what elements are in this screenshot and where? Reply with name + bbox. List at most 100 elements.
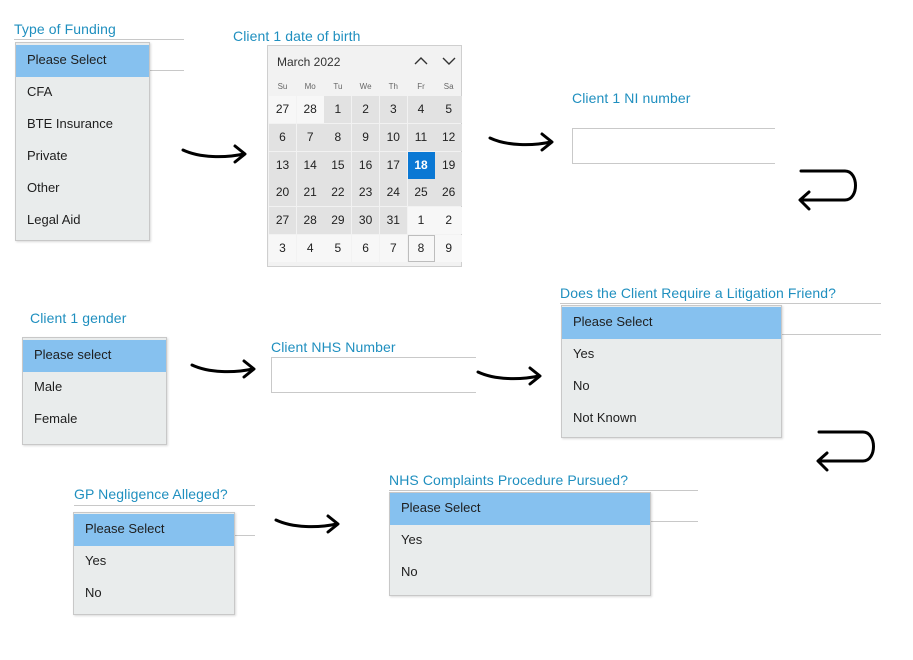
funding-option-private[interactable]: Private bbox=[27, 148, 68, 163]
calendar-weekday: Su bbox=[277, 82, 288, 91]
calendar-day[interactable]: 5 bbox=[324, 235, 352, 262]
calendar-day[interactable]: 2 bbox=[435, 207, 463, 235]
calendar-day[interactable]: 9 bbox=[352, 123, 380, 151]
calendar-day[interactable]: 31 bbox=[379, 207, 407, 235]
return-arrow-icon bbox=[816, 430, 875, 472]
funding-options: Please Select CFA BTE Insurance Private … bbox=[16, 43, 149, 237]
nhs-complaints-underline-2 bbox=[650, 521, 698, 522]
calendar-day[interactable]: 27 bbox=[269, 207, 296, 235]
calendar-day[interactable]: 4 bbox=[407, 96, 435, 123]
nhs-complaints-option-no[interactable]: No bbox=[401, 564, 418, 579]
calendar-day[interactable]: 21 bbox=[296, 179, 324, 207]
calendar-day[interactable]: 3 bbox=[269, 235, 296, 262]
calendar-day[interactable]: 7 bbox=[379, 235, 407, 262]
funding-underline-2 bbox=[149, 70, 184, 71]
calendar-weekday: Th bbox=[388, 82, 398, 91]
calendar-weekday: Fr bbox=[417, 82, 425, 91]
funding-option-bte-insurance[interactable]: BTE Insurance bbox=[27, 116, 113, 131]
curved-right-arrow-icon bbox=[274, 514, 340, 534]
litigation-friend-option-not-known[interactable]: Not Known bbox=[573, 410, 637, 425]
funding-dropdown[interactable]: Please Select CFA BTE Insurance Private … bbox=[15, 42, 150, 241]
gender-option-male[interactable]: Male bbox=[34, 379, 63, 394]
nhs-complaints-underline bbox=[389, 490, 698, 491]
calendar-weekday: Mo bbox=[304, 82, 316, 91]
calendar-day[interactable]: 15 bbox=[324, 151, 352, 179]
calendar-day[interactable]: 27 bbox=[269, 96, 296, 123]
calendar-day[interactable]: 26 bbox=[435, 179, 463, 207]
calendar-day[interactable]: 1 bbox=[324, 96, 352, 123]
calendar-day[interactable]: 20 bbox=[269, 179, 296, 207]
gender-label: Client 1 gender bbox=[30, 310, 127, 326]
gender-dropdown[interactable]: Please select Male Female bbox=[22, 337, 167, 445]
gp-negligence-option-please-select[interactable]: Please Select bbox=[74, 514, 234, 546]
nhs-complaints-options: Please Select Yes No bbox=[390, 493, 650, 589]
return-arrow-icon bbox=[798, 169, 857, 211]
funding-option-cfa[interactable]: CFA bbox=[27, 84, 53, 99]
nhs-number-input[interactable] bbox=[271, 357, 476, 393]
calendar-day[interactable]: 3 bbox=[379, 96, 407, 123]
calendar-day[interactable]: 4 bbox=[296, 235, 324, 262]
litigation-friend-underline-2 bbox=[781, 334, 881, 335]
gp-negligence-dropdown[interactable]: Please Select Yes No bbox=[73, 512, 235, 615]
calendar-month-label: March 2022 bbox=[277, 55, 341, 69]
funding-option-legal-aid[interactable]: Legal Aid bbox=[27, 212, 81, 227]
gp-negligence-label: GP Negligence Alleged? bbox=[74, 486, 228, 502]
calendar-day[interactable]: 30 bbox=[352, 207, 380, 235]
chevron-down-icon[interactable] bbox=[439, 52, 459, 70]
curved-right-arrow-icon bbox=[181, 144, 247, 164]
calendar-day[interactable]: 29 bbox=[324, 207, 352, 235]
gender-options: Please select Male Female bbox=[23, 338, 166, 436]
curved-right-arrow-icon bbox=[476, 366, 542, 386]
calendar-day[interactable]: 12 bbox=[435, 123, 463, 151]
litigation-friend-dropdown[interactable]: Please Select Yes No Not Known bbox=[561, 305, 782, 438]
gp-negligence-underline bbox=[74, 505, 255, 506]
calendar-day[interactable]: 1 bbox=[407, 207, 435, 235]
chevron-up-icon[interactable] bbox=[411, 52, 431, 70]
nhs-complaints-option-yes[interactable]: Yes bbox=[401, 532, 423, 547]
gender-option-female[interactable]: Female bbox=[34, 411, 78, 426]
calendar-day[interactable]: 7 bbox=[296, 123, 324, 151]
gp-negligence-option-no[interactable]: No bbox=[85, 585, 102, 600]
calendar-day[interactable]: 2 bbox=[352, 96, 380, 123]
calendar-day[interactable]: 8 bbox=[324, 123, 352, 151]
calendar-day[interactable]: 10 bbox=[379, 123, 407, 151]
calendar-day[interactable]: 14 bbox=[296, 151, 324, 179]
calendar-day[interactable]: 6 bbox=[352, 235, 380, 262]
funding-option-please-select[interactable]: Please Select bbox=[16, 45, 149, 77]
litigation-friend-option-no[interactable]: No bbox=[573, 378, 590, 393]
gp-negligence-underline-2 bbox=[234, 535, 255, 536]
funding-option-other[interactable]: Other bbox=[27, 180, 60, 195]
calendar-day[interactable]: 25 bbox=[407, 179, 435, 207]
ni-number-input[interactable] bbox=[572, 128, 775, 164]
calendar-day[interactable]: 16 bbox=[352, 151, 380, 179]
nhs-number-label: Client NHS Number bbox=[271, 339, 396, 355]
nhs-complaints-dropdown[interactable]: Please Select Yes No bbox=[389, 492, 651, 596]
nhs-complaints-option-please-select[interactable]: Please Select bbox=[390, 493, 650, 525]
litigation-friend-options: Please Select Yes No Not Known bbox=[562, 306, 781, 435]
calendar-day[interactable]: 19 bbox=[435, 151, 463, 179]
calendar-day[interactable]: 17 bbox=[379, 151, 407, 179]
calendar-day[interactable]: 5 bbox=[435, 96, 463, 123]
calendar-day[interactable]: 24 bbox=[379, 179, 407, 207]
calendar-day[interactable]: 23 bbox=[352, 179, 380, 207]
calendar-day[interactable]: 8 bbox=[407, 235, 435, 262]
funding-label: Type of Funding bbox=[14, 21, 116, 37]
litigation-friend-underline bbox=[560, 303, 881, 304]
calendar-day[interactable]: 18 bbox=[407, 151, 435, 179]
gender-option-please-select[interactable]: Please select bbox=[23, 340, 166, 372]
calendar-day[interactable]: 9 bbox=[435, 235, 463, 262]
calendar-day[interactable]: 13 bbox=[269, 151, 296, 179]
dob-label: Client 1 date of birth bbox=[233, 28, 361, 44]
litigation-friend-option-please-select[interactable]: Please Select bbox=[562, 307, 781, 339]
calendar-day[interactable]: 28 bbox=[296, 207, 324, 235]
curved-right-arrow-icon bbox=[488, 132, 554, 152]
calendar-day[interactable]: 6 bbox=[269, 123, 296, 151]
calendar-day[interactable]: 22 bbox=[324, 179, 352, 207]
funding-underline bbox=[14, 39, 184, 40]
litigation-friend-option-yes[interactable]: Yes bbox=[573, 346, 595, 361]
calendar-day[interactable]: 11 bbox=[407, 123, 435, 151]
calendar-weekday: Tu bbox=[333, 82, 343, 91]
calendar-day[interactable]: 28 bbox=[296, 96, 324, 123]
gp-negligence-option-yes[interactable]: Yes bbox=[85, 553, 107, 568]
